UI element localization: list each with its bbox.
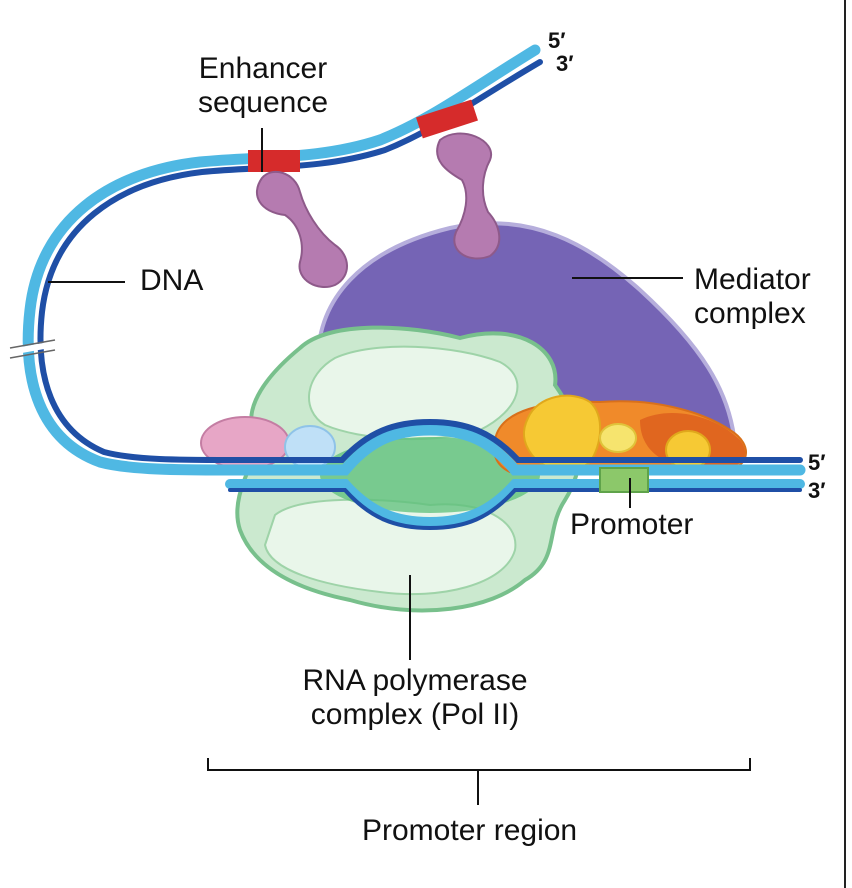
activator-protein-left [256, 170, 348, 288]
enhancer-site-left [248, 150, 300, 172]
dna-break-mark-outline-2 [9, 349, 56, 359]
right-three-prime-label: 3′ [808, 478, 826, 503]
top-three-prime-label: 3′ [556, 51, 574, 76]
dna-strand-dark [37, 59, 803, 463]
dna-break-mark-1 [9, 341, 56, 355]
polymerase-label: RNA polymerase complex (Pol II) [250, 664, 580, 732]
dna-bottom-strand-light [225, 479, 805, 528]
polymerase-label-line1: RNA polymerase [302, 664, 528, 697]
enhancer-label-line2: sequence [197, 86, 329, 119]
promoter-label: Promoter [570, 508, 694, 541]
mediator-label: Mediator complex [694, 263, 811, 331]
polymerase-label-line2: complex (Pol II) [310, 698, 520, 731]
promoter-site [599, 467, 649, 493]
dna-break-mark-outline-1 [9, 339, 56, 349]
enhancer-site-right [416, 99, 478, 139]
top-five-prime-label: 5′ [548, 28, 566, 53]
promoter-region-bracket [207, 758, 751, 805]
frame-border [844, 0, 846, 888]
right-five-prime-label: 5′ [808, 450, 826, 475]
promoter-region-label: Promoter region [362, 814, 578, 847]
yellow-transcription-factor-small [599, 423, 637, 453]
transcription-bubble [320, 437, 540, 513]
mediator-label-line2: complex [694, 297, 806, 330]
mediator-label-line1: Mediator [694, 263, 811, 296]
activator-protein-right [436, 132, 501, 260]
dna-bottom-strand-dark [228, 488, 802, 531]
dna-label: DNA [140, 264, 204, 297]
enhancer-label: Enhancer sequence [178, 52, 348, 120]
enhancer-label-line1: Enhancer [198, 52, 328, 85]
yellow-transcription-factor-right [665, 430, 711, 470]
